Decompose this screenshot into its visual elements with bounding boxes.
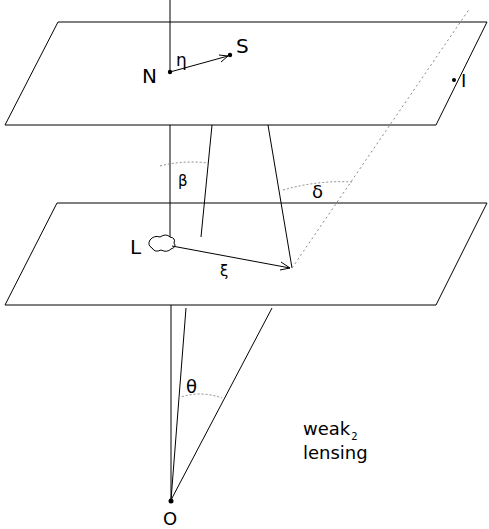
axis-line — [171, 305, 172, 500]
arrow-head — [280, 262, 290, 270]
point-label: L — [130, 237, 141, 257]
source-plane — [5, 22, 487, 125]
point-label: I — [461, 72, 466, 90]
point-label: O — [163, 510, 177, 528]
subscript: 2 — [351, 432, 357, 442]
lens-mass — [149, 235, 175, 251]
greek-symbol: ξ — [220, 264, 228, 279]
arrow-head — [219, 55, 228, 62]
theta-arc — [178, 394, 222, 398]
observer-dot — [169, 499, 174, 504]
greek-symbol: δ — [312, 183, 323, 201]
greek-symbol: β — [178, 174, 188, 189]
point-label: N — [142, 66, 157, 86]
lens-plane — [5, 203, 487, 305]
axis-line — [170, 125, 171, 237]
center-dot — [168, 70, 172, 74]
source-dot — [228, 53, 232, 57]
apparent-ray — [292, 8, 470, 268]
light-ray — [171, 308, 186, 500]
greek-symbol: θ — [186, 378, 197, 396]
caption-word: lensing — [303, 444, 368, 462]
beta-arc — [160, 162, 208, 166]
point-label: S — [236, 36, 249, 56]
light-ray — [201, 125, 212, 237]
impact-vector — [172, 246, 290, 268]
greek-symbol: η — [176, 52, 187, 69]
axis-line — [170, 0, 171, 72]
light-ray — [268, 125, 292, 268]
caption-word: weak — [303, 420, 350, 438]
light-ray — [171, 308, 272, 500]
image-dot — [452, 78, 456, 82]
